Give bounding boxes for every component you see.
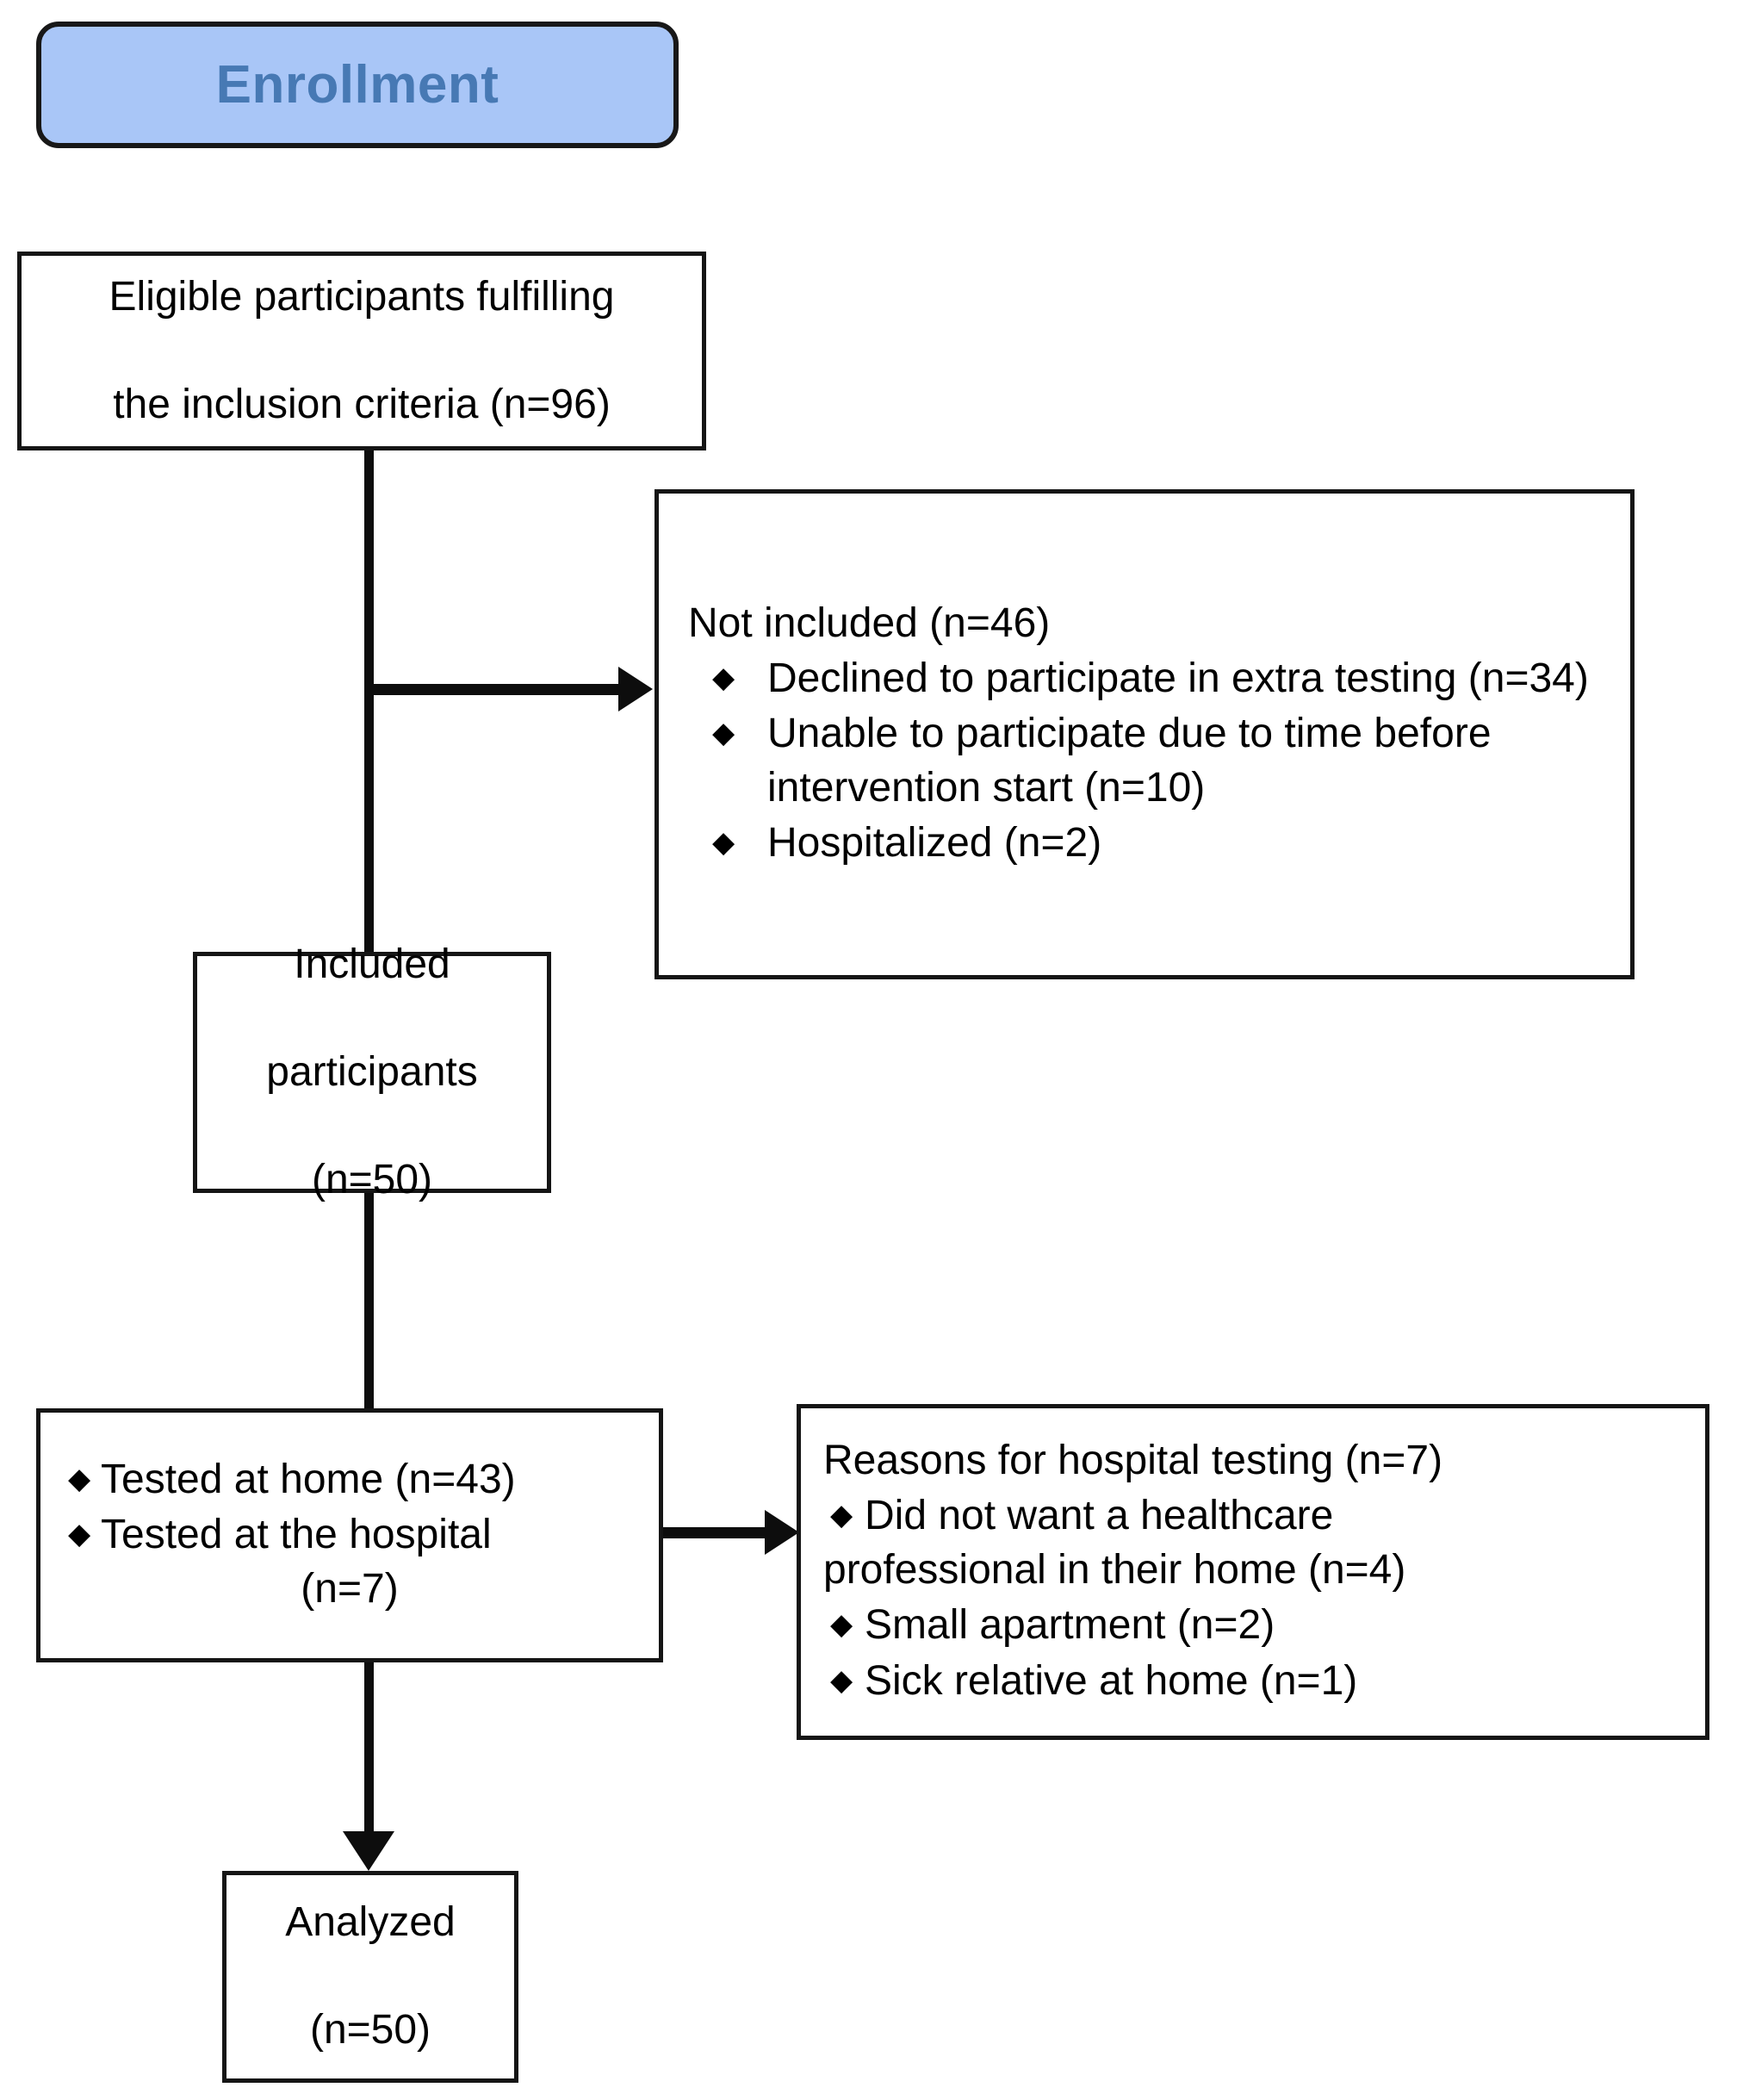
node-not-included: Not included (n=46) Declined to particip…: [654, 489, 1635, 979]
analyzed-line-1: Analyzed: [285, 1899, 456, 1946]
connector-eligible-to-included: [364, 450, 374, 952]
not-included-item: Unable to participate due to time before…: [688, 707, 1601, 815]
tested-list: Tested at home (n=43) Tested at the hosp…: [47, 1453, 652, 1616]
included-text-block: Included participants (n=50): [197, 879, 547, 1266]
not-included-heading: Not included (n=46): [688, 600, 1051, 646]
node-reasons-hospital-testing: Reasons for hospital testing (n=7) Did n…: [797, 1404, 1709, 1740]
eligible-text-block: Eligible participants fulfilling the inc…: [22, 212, 702, 491]
tested-item-hospital: Tested at the hospital (n=7): [47, 1508, 652, 1616]
connector-branch-not-included: [370, 684, 622, 695]
not-included-item: Hospitalized (n=2): [688, 817, 1601, 870]
reasons-item-sick-relative: Sick relative at home (n=1): [823, 1655, 1683, 1708]
enrollment-banner: Enrollment: [36, 22, 679, 148]
connector-tested-to-analyzed: [364, 1662, 374, 1835]
node-tested-location: Tested at home (n=43) Tested at the hosp…: [36, 1408, 663, 1662]
arrowhead-analyzed: [343, 1831, 394, 1871]
tested-text-block: Tested at home (n=43) Tested at the hosp…: [40, 1448, 659, 1623]
reasons-list: Did not want a healthcare professional i…: [823, 1489, 1683, 1708]
not-included-item: Declined to participate in extra testing…: [688, 652, 1601, 705]
node-analyzed: Analyzed (n=50): [222, 1871, 518, 2083]
analyzed-line-2: (n=50): [309, 2007, 431, 2053]
connector-branch-reasons: [663, 1527, 768, 1538]
arrowhead-reasons: [765, 1510, 799, 1555]
node-eligible-participants: Eligible participants fulfilling the inc…: [17, 252, 706, 450]
not-included-text-block: Not included (n=46) Declined to particip…: [659, 592, 1630, 878]
not-included-list: Declined to participate in extra testing…: [688, 652, 1601, 871]
arrowhead-not-included: [618, 667, 653, 711]
eligible-line-1: Eligible participants fulfilling: [109, 273, 615, 320]
connector-included-to-tested: [364, 1193, 374, 1408]
reasons-item-small-apartment: Small apartment (n=2): [823, 1599, 1683, 1652]
included-line-1: Included: [294, 941, 450, 988]
node-included-participants: Included participants (n=50): [193, 941, 551, 1202]
reasons-item-1-line-2: professional in their home (n=4): [823, 1546, 1406, 1593]
reasons-heading: Reasons for hospital testing (n=7): [823, 1438, 1443, 1484]
tested-hospital-line-1: Tested at the hospital: [101, 1512, 492, 1558]
tested-hospital-line-2: (n=7): [301, 1565, 399, 1612]
tested-item-home: Tested at home (n=43): [47, 1453, 652, 1507]
eligible-line-2: the inclusion criteria (n=96): [113, 381, 611, 427]
reasons-item-1-line-1: Did not want a healthcare: [865, 1493, 1334, 1539]
included-line-3: (n=50): [311, 1156, 433, 1202]
enrollment-banner-label: Enrollment: [215, 54, 499, 115]
included-line-2: participants: [266, 1048, 478, 1095]
reasons-item-no-healthcare-professional: Did not want a healthcare professional i…: [823, 1489, 1683, 1597]
analyzed-text-block: Analyzed (n=50): [226, 1837, 514, 2100]
reasons-text-block: Reasons for hospital testing (n=7) Did n…: [801, 1431, 1705, 1713]
